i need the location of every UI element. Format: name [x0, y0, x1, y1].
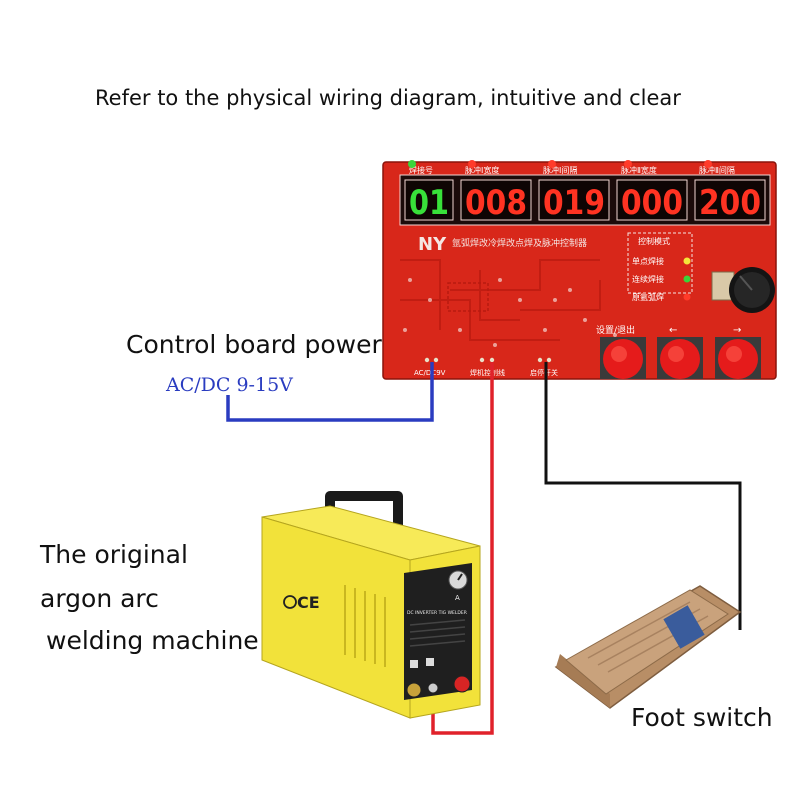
button-label-setting: 设置/退出 [596, 324, 635, 336]
display-label: 焊接号 [409, 165, 433, 175]
panel-label: DC INVERTER TIG WELDER [407, 610, 467, 616]
status-led-red [704, 160, 712, 168]
display-label: 脉冲Ⅰ宽度 [465, 165, 499, 175]
right-button[interactable] [715, 337, 761, 379]
power-spec-label: AC/DC 9-15V [166, 374, 293, 396]
display-digits: 200 [699, 183, 761, 223]
knob[interactable] [711, 267, 775, 313]
status-led-green [408, 160, 416, 168]
display-window [694, 179, 766, 221]
brand-emblem-icon [283, 595, 297, 609]
display-label: 脉冲Ⅱ宽度 [621, 165, 657, 175]
welder-label-line2: argon arc [40, 584, 159, 613]
mode-title: 控制模式 [638, 236, 670, 246]
display-digits: 019 [543, 183, 605, 223]
brand-logo: NY [418, 234, 447, 255]
mode-led-green [683, 275, 691, 283]
power-wire [226, 362, 434, 422]
mode-label-original: 原氩弧焊 [632, 292, 664, 302]
foot-switch-label: Foot switch [631, 703, 773, 732]
welder-label-line1: The original [40, 540, 188, 569]
foot-switch-wire [544, 362, 742, 630]
display-window [460, 179, 532, 221]
ce-mark: CE [297, 593, 320, 612]
mode-led-yellow [683, 257, 691, 265]
status-led-red [624, 160, 632, 168]
setting-button[interactable] [600, 337, 646, 379]
terminal-label-power: AC/DC9V [414, 369, 446, 377]
terminal-label-switch: 启停开关 [530, 368, 558, 377]
output-terminal-negative [406, 682, 422, 698]
mode-label-continuous: 连续焊接 [632, 274, 664, 284]
display-label: 脉冲Ⅰ间隔 [543, 165, 577, 175]
button-label-left: ← [669, 325, 677, 336]
terminal-label-welder: 焊机控制线 [470, 368, 505, 377]
control-socket [427, 682, 439, 694]
welding-machine: CE A DC INVERTER TIG WELDER [261, 491, 481, 719]
status-led-red [468, 160, 476, 168]
button-label-right: → [733, 325, 741, 336]
welder-label-line3: welding machine [46, 626, 259, 655]
foot-switch[interactable] [554, 585, 742, 709]
status-led-red [548, 160, 556, 168]
headline: Refer to the physical wiring diagram, in… [95, 86, 681, 110]
mode-led-red [683, 293, 691, 301]
display-digits: 000 [621, 183, 683, 223]
mode-label-single: 单点焊接 [632, 256, 664, 266]
control-board-power-label: Control board power [126, 330, 382, 359]
display-window [538, 179, 610, 221]
output-terminal-positive [453, 675, 471, 693]
display-window [616, 179, 688, 221]
display-digits: 008 [465, 183, 527, 223]
display-digits: 01 [409, 183, 449, 223]
left-button[interactable] [657, 337, 703, 379]
display-label: 脉冲Ⅱ间隔 [699, 165, 735, 175]
display-strip: 焊接号 01 脉冲Ⅰ宽度 008 脉冲Ⅰ间隔 019 脉冲Ⅱ宽度 000 脉冲Ⅱ间隔 200 [404, 165, 766, 223]
display-window [404, 179, 454, 221]
board-title: 氩弧焊改冷焊改点焊及脉冲控制器 [452, 237, 587, 249]
foot-switch-label-plate [663, 605, 705, 649]
control-board: 焊接号 01 脉冲Ⅰ宽度 008 脉冲Ⅰ间隔 019 脉冲Ⅱ宽度 000 脉冲Ⅱ间隔 200 NY… [382, 160, 777, 380]
dial-unit-label: A [455, 594, 460, 602]
